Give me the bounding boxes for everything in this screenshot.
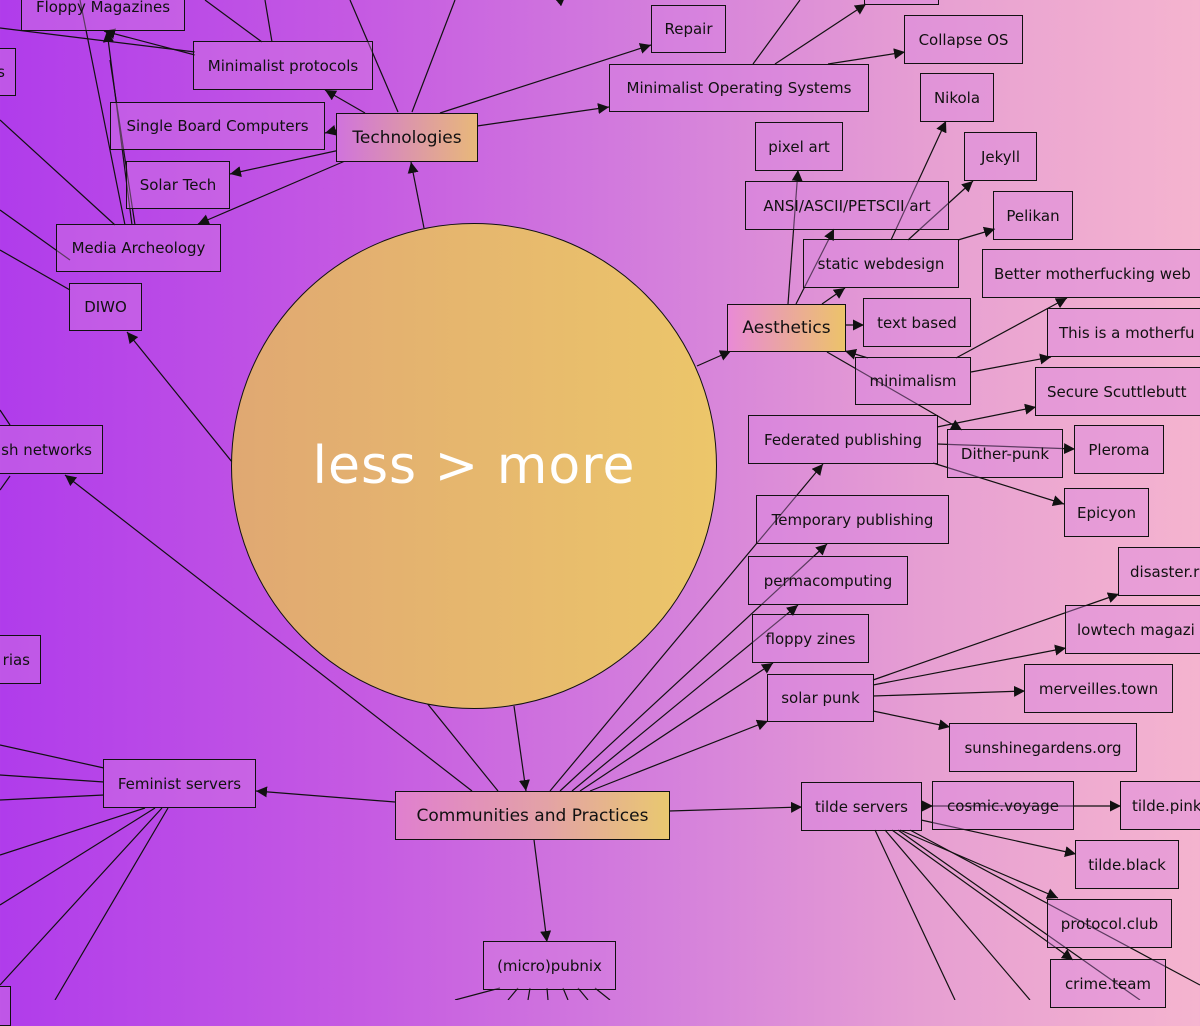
node-disaster[interactable]: disaster.r xyxy=(1118,547,1200,596)
node-aesthetics[interactable]: Aesthetics xyxy=(727,304,846,352)
node-jekyll[interactable]: Jekyll xyxy=(964,132,1037,181)
node-repair[interactable]: Repair xyxy=(651,5,726,53)
node-pleroma[interactable]: Pleroma xyxy=(1074,425,1164,474)
node-offscreen-top[interactable] xyxy=(864,0,939,5)
node-sunshinegardens[interactable]: sunshinegardens.org xyxy=(949,723,1137,772)
node-left-s[interactable]: s xyxy=(0,48,16,96)
node-feminist-servers[interactable]: Feminist servers xyxy=(103,759,256,808)
node-tilde-servers[interactable]: tilde servers xyxy=(801,782,922,831)
node-tilde-pink[interactable]: tilde.pink xyxy=(1120,781,1200,830)
node-merveilles-town[interactable]: merveilles.town xyxy=(1024,664,1173,713)
node-solar-punk[interactable]: solar punk xyxy=(767,674,874,722)
node-federated-publishing[interactable]: Federated publishing xyxy=(748,415,938,464)
node-secure-scuttlebutt[interactable]: Secure Scuttlebutt xyxy=(1035,367,1200,416)
node-epicyon[interactable]: Epicyon xyxy=(1064,488,1149,537)
node-single-board-computers[interactable]: Single Board Computers xyxy=(110,102,325,150)
node-mesh-networks[interactable]: sh networks xyxy=(0,425,103,474)
node-solar-tech[interactable]: Solar Tech xyxy=(126,161,230,209)
node-pixel-art[interactable]: pixel art xyxy=(755,122,843,171)
node-better-motherfucking-web[interactable]: Better motherfucking web xyxy=(982,249,1200,298)
node-nikola[interactable]: Nikola xyxy=(920,73,994,122)
node-crime-team[interactable]: crime.team xyxy=(1050,959,1166,1008)
node-text-based[interactable]: text based xyxy=(863,298,971,347)
node-protocol-club[interactable]: protocol.club xyxy=(1047,899,1172,948)
node-floppy-zines[interactable]: floppy zines xyxy=(752,614,869,663)
node-permacomputing[interactable]: permacomputing xyxy=(748,556,908,605)
node-ansi-ascii-petscii-art[interactable]: ANSI/ASCII/PETSCII art xyxy=(745,181,949,230)
node-lowtech-magazine[interactable]: lowtech magazi xyxy=(1065,605,1200,654)
node-minimalist-protocols[interactable]: Minimalist protocols xyxy=(193,41,373,90)
node-minimalist-operating-systems[interactable]: Minimalist Operating Systems xyxy=(609,64,869,112)
node-diwo[interactable]: DIWO xyxy=(69,283,142,331)
node-this-is-a-motherfucking[interactable]: This is a motherfu xyxy=(1047,308,1200,357)
central-concept-node: less > more xyxy=(231,223,717,709)
node-technologies[interactable]: Technologies xyxy=(336,113,478,162)
node-static-webdesign[interactable]: static webdesign xyxy=(803,239,959,288)
node-micro-pubnix[interactable]: (micro)pubnix xyxy=(483,941,616,990)
node-pelikan[interactable]: Pelikan xyxy=(993,191,1073,240)
node-cosmic-voyage[interactable]: cosmic.voyage xyxy=(932,781,1074,830)
node-tilde-black[interactable]: tilde.black xyxy=(1075,840,1179,889)
node-minimalism[interactable]: minimalism xyxy=(855,357,971,405)
node-offscreen-bottom-left[interactable] xyxy=(0,986,11,1026)
node-collapse-os[interactable]: Collapse OS xyxy=(904,15,1023,64)
node-rias[interactable]: rias xyxy=(0,635,41,684)
node-communities-and-practices[interactable]: Communities and Practices xyxy=(395,791,670,840)
node-floppy-magazines[interactable]: Floppy Magazines xyxy=(21,0,185,31)
node-dither-punk[interactable]: Dither-punk xyxy=(947,429,1063,478)
node-temporary-publishing[interactable]: Temporary publishing xyxy=(756,495,949,544)
node-media-archeology[interactable]: Media Archeology xyxy=(56,224,221,272)
